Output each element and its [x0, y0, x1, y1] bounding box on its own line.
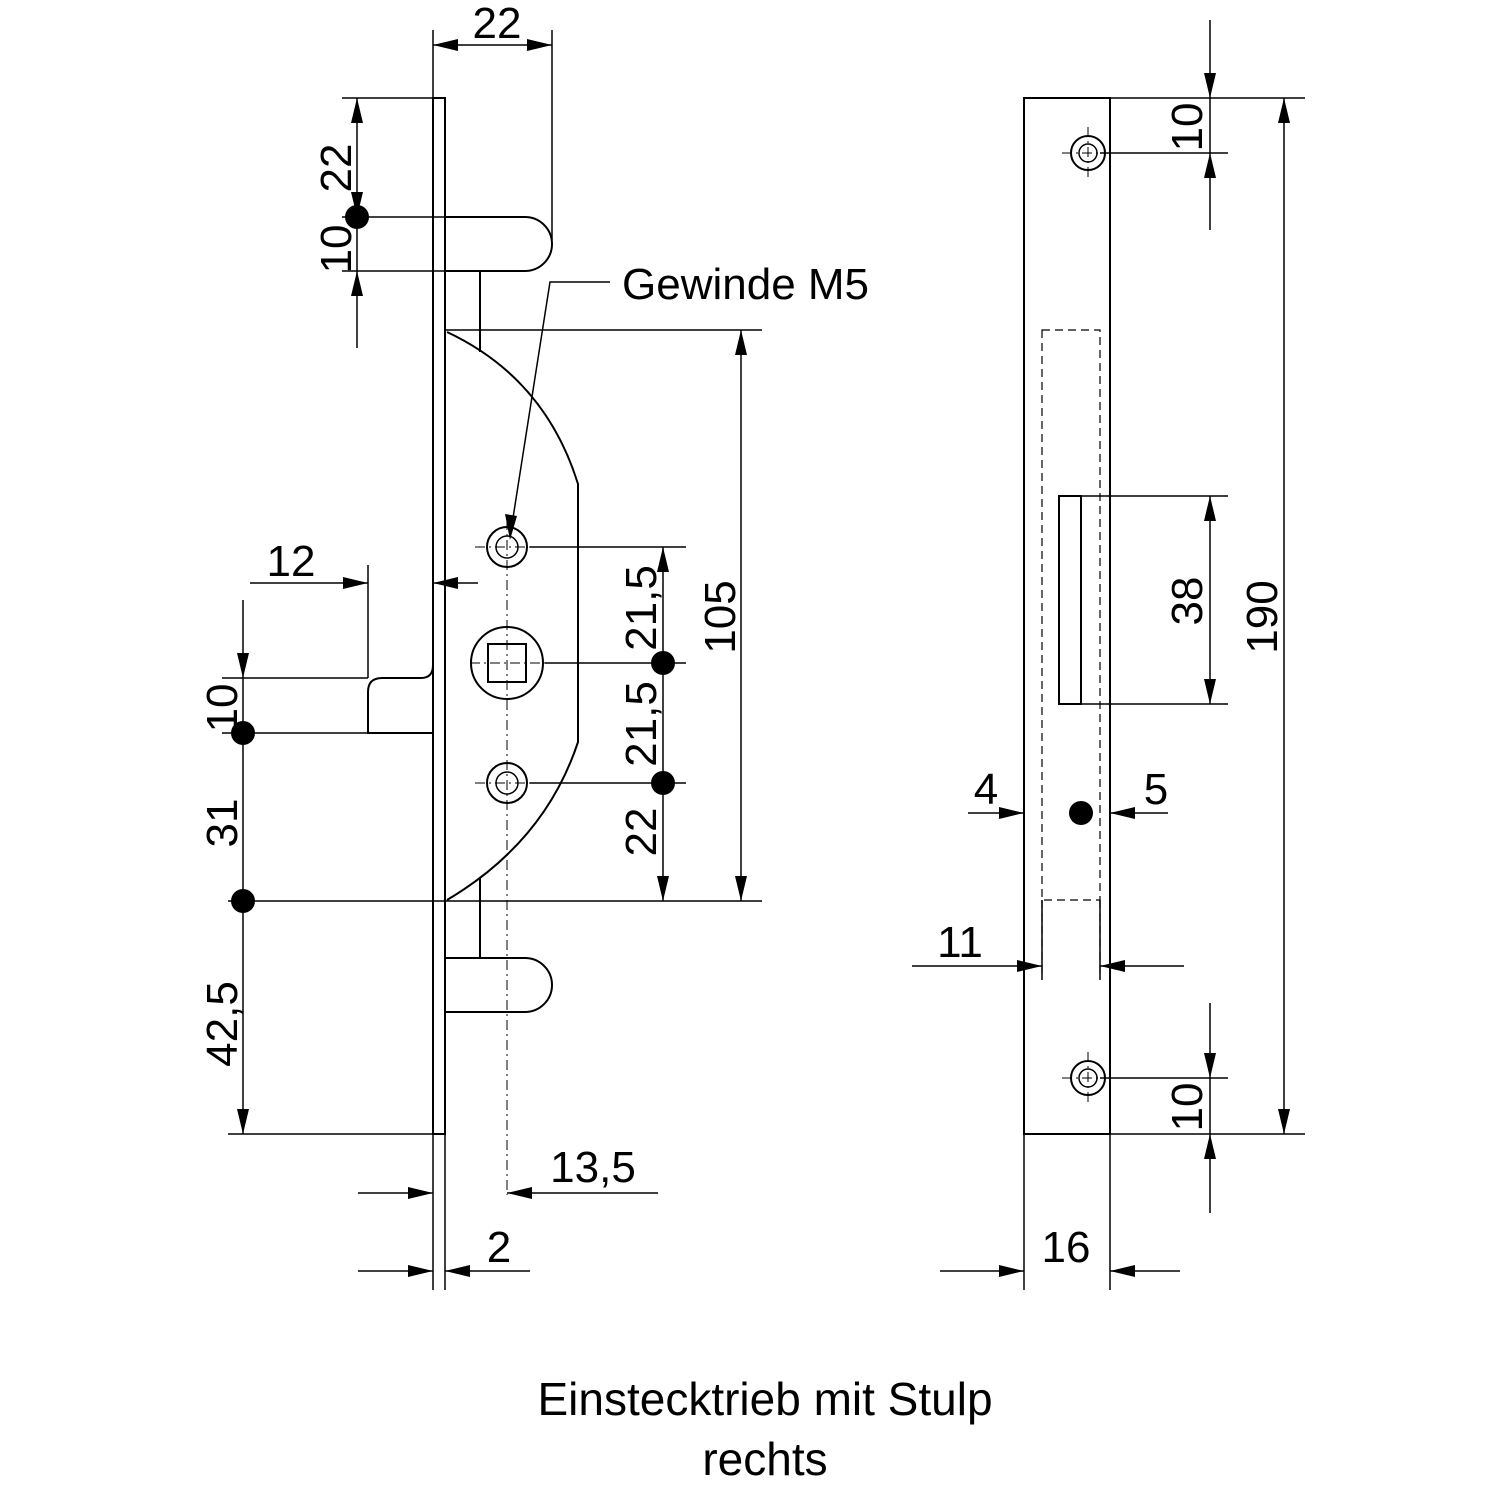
- top-bolt: [445, 216, 553, 272]
- caption-line-1: Einstecktrieb mit Stulp: [537, 1373, 993, 1425]
- dim-10-right-top: 10: [1163, 103, 1212, 152]
- latch-opening: [1058, 495, 1082, 705]
- faceplate-front: [1023, 97, 1111, 1135]
- dim-10-mid: 10: [198, 684, 247, 733]
- dim-10-right-bottom: 10: [1163, 1083, 1212, 1132]
- dim-190: 190: [1238, 580, 1287, 653]
- dim-2: 2: [487, 1223, 511, 1272]
- dim-12: 12: [267, 537, 316, 586]
- dim-21-5-b: 21,5: [617, 681, 666, 767]
- bottom-bolt: [445, 957, 553, 1013]
- front-view: [912, 20, 1305, 1290]
- dim-22-top: 22: [473, 0, 522, 48]
- dim-22-low: 22: [617, 808, 666, 857]
- side-view: [222, 30, 762, 1290]
- dim-31: 31: [198, 799, 247, 848]
- dim-4: 4: [974, 765, 998, 814]
- faceplate: [432, 97, 446, 1135]
- drive-body: [446, 331, 579, 901]
- dim-21-5-a: 21,5: [617, 565, 666, 651]
- caption-line-2: rechts: [702, 1433, 828, 1485]
- dim-10-left: 10: [312, 225, 361, 274]
- dim-38: 38: [1163, 577, 1212, 626]
- dim-16: 16: [1042, 1223, 1091, 1272]
- dim-11: 11: [937, 918, 983, 967]
- dim-42-5: 42,5: [198, 981, 247, 1067]
- dim-105: 105: [696, 580, 745, 653]
- latch: [367, 664, 434, 734]
- dim-22-left: 22: [312, 144, 361, 193]
- hidden-body: [1041, 329, 1101, 901]
- dim-5: 5: [1144, 765, 1168, 814]
- dim-13-5: 13,5: [550, 1143, 636, 1192]
- thread-label: Gewinde M5: [622, 260, 869, 309]
